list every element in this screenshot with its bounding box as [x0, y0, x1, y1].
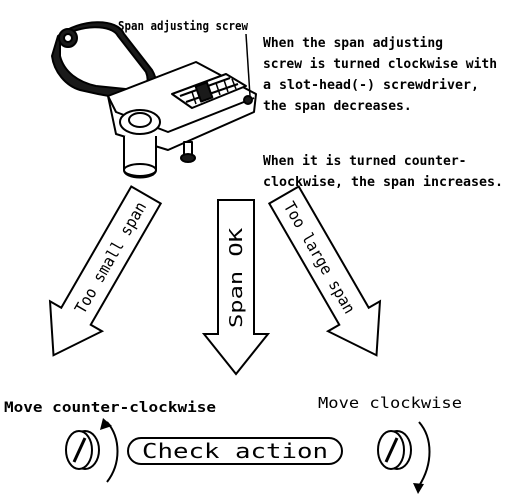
- right-arrow: Too large span: [267, 185, 382, 357]
- check-action-label: Check action: [142, 439, 328, 463]
- rotation-arrow-ccw-icon: [100, 418, 112, 430]
- left-arrow: Too small span: [48, 185, 163, 357]
- instruction-line: the span decreases.: [263, 99, 412, 114]
- rotation-arrow-cw-icon: [413, 483, 424, 494]
- move-ccw-label: Move counter-clockwise: [4, 400, 216, 416]
- callout-leader-line: [245, 33, 251, 97]
- center-arrow: Span OK: [201, 199, 271, 376]
- instruction-line: screw is turned clockwise with: [263, 57, 497, 72]
- move-cw-label: Move clockwise: [318, 394, 462, 412]
- screw-ccw-icon: [65, 421, 119, 483]
- instruction-text: When the span adjusting screw is turned …: [263, 36, 503, 190]
- instruction-line: When it is turned counter-: [263, 154, 467, 169]
- instruction-line: a slot-head(-) screwdriver,: [263, 78, 479, 93]
- instrument-illustration: [51, 21, 257, 179]
- instruction-line: When the span adjusting: [263, 36, 443, 51]
- span-screw-label: Span adjusting screw: [118, 19, 249, 33]
- check-action-box: [127, 437, 343, 465]
- left-arrow-label: Too small span: [71, 198, 150, 317]
- screw-cw-icon: [377, 421, 431, 487]
- instruction-line: clockwise, the span increases.: [263, 175, 503, 190]
- center-arrow-label: Span OK: [226, 228, 247, 328]
- right-arrow-label: Too large span: [280, 198, 359, 317]
